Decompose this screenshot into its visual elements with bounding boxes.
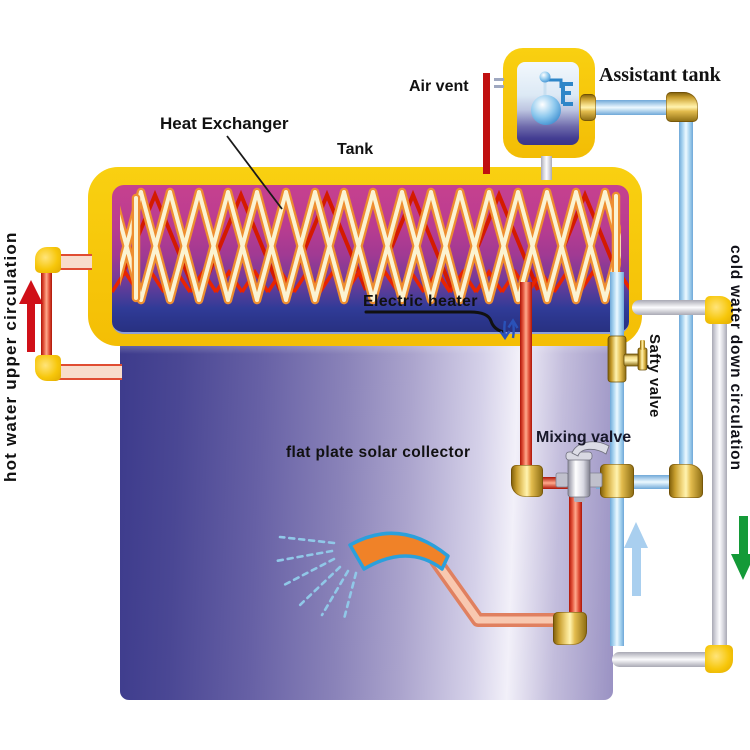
red-up-arrow-head-icon	[19, 280, 43, 304]
cold-circulation-bottom-pipe	[612, 652, 716, 667]
float-valve-icon	[531, 71, 573, 125]
blue-up-arrow-head-icon	[624, 522, 648, 548]
air-vent-pipe	[483, 73, 490, 174]
tank-label: Tank	[337, 141, 374, 158]
assistant-tank-down-pipe	[679, 108, 693, 480]
heat-exchanger-coil	[112, 186, 629, 332]
electric-heater-label: Electric heater	[363, 293, 478, 310]
safety-valve-icon	[607, 335, 648, 383]
hot-loop-top-pipe	[54, 254, 92, 270]
safety-valve-label: Safty valve	[646, 334, 663, 418]
hot-loop-bottom-pipe	[56, 364, 122, 380]
blue-up-arrow-icon	[632, 546, 641, 596]
pipe-tee	[669, 464, 703, 498]
assistant-tank-label: Assistant tank	[599, 64, 721, 86]
pipe-elbow	[666, 92, 698, 122]
pipe-elbow	[705, 296, 733, 324]
pipe-tee	[600, 464, 634, 498]
shower-head-icon	[274, 531, 565, 627]
cold-circulation-top-pipe	[632, 300, 714, 315]
pipe-elbow	[35, 247, 61, 273]
pipe-elbow	[705, 645, 733, 673]
assistant-tank-drop-pipe	[541, 156, 552, 180]
steam-icon	[494, 78, 504, 81]
spray-icon	[274, 535, 358, 621]
steam-icon	[494, 85, 504, 88]
hot-circulation-label: hot water upper circulation	[1, 231, 20, 482]
pipe-coupling	[580, 94, 596, 121]
mixed-water-pipe	[569, 494, 582, 630]
pipe-elbow	[35, 355, 61, 381]
hot-loop-riser-pipe	[41, 264, 52, 366]
red-up-arrow-icon	[27, 302, 35, 352]
green-down-arrow-icon	[739, 516, 748, 556]
collector-label: flat plate solar collector	[286, 444, 471, 461]
heat-exchanger-label: Heat Exchanger	[160, 114, 289, 133]
pipe-elbow	[553, 612, 587, 645]
mixing-valve-label: Mixing valve	[536, 429, 632, 446]
green-down-arrow-head-icon	[731, 554, 750, 580]
cold-circulation-down-pipe	[712, 312, 727, 654]
air-vent-label: Air vent	[409, 78, 469, 95]
pipe-elbow	[511, 465, 543, 497]
cold-circulation-label: cold water down circulation	[727, 245, 744, 471]
hot-supply-pipe	[520, 282, 532, 474]
mixing-valve-faucet-icon	[555, 441, 610, 502]
assistant-tank-outlet-pipe	[592, 100, 684, 115]
